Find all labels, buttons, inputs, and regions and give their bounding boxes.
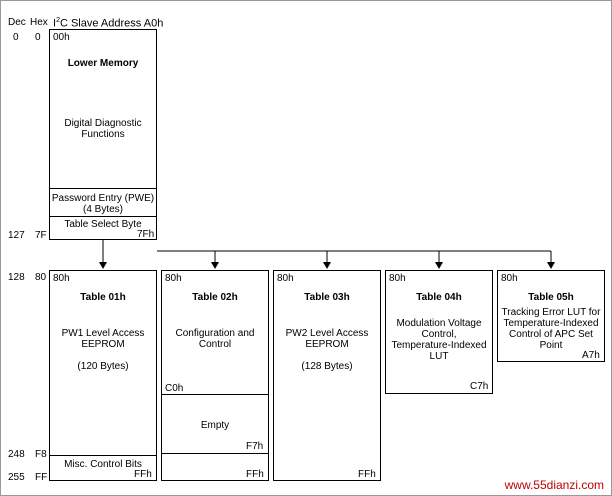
- table-01h-block: [49, 270, 157, 481]
- watermark-text: www.55dianzi.com: [504, 478, 604, 492]
- digital-diagnostic-functions-label: Digital Diagnostic Functions: [64, 118, 142, 140]
- table-04h-start-address: 80h: [389, 273, 406, 284]
- tsb-divider: [49, 216, 157, 217]
- table-03h-title: Table 03h: [304, 292, 350, 303]
- arrow-to-table-04h: [435, 251, 443, 269]
- table-02h-title: Table 02h: [192, 292, 238, 303]
- address-255-dec: 255: [8, 472, 25, 483]
- address-127-dec: 127: [8, 230, 25, 241]
- table-03h-description: PW2 Level Access EEPROM: [285, 328, 369, 350]
- table-05h-block: [497, 270, 605, 362]
- arrow-to-table-03h: [323, 251, 331, 269]
- table-02h-end-address: FFh: [246, 469, 264, 480]
- password-entry-label: Password Entry (PWE) (4 Bytes): [51, 193, 155, 215]
- table-02h-empty-label: Empty: [200, 420, 230, 431]
- dec-column-header: Dec: [8, 17, 26, 28]
- table-04h-description: Modulation Voltage Control, Temperature-…: [391, 318, 487, 362]
- table-04h-title: Table 04h: [416, 292, 462, 303]
- table-01h-title: Table 01h: [80, 292, 126, 303]
- table-select-byte-label: Table Select Byte: [64, 219, 142, 230]
- address-127-hex: 7F: [35, 230, 47, 241]
- table-04h-end-address: C7h: [470, 381, 489, 392]
- table-01h-misc-control-bits: Misc. Control Bits: [64, 459, 142, 470]
- table-02h-config-divider: [161, 394, 269, 395]
- lower-memory-block: [49, 29, 157, 240]
- table-03h-start-address: 80h: [277, 273, 294, 284]
- table-01h-end-address: FFh: [134, 469, 152, 480]
- table-05h-start-address: 80h: [501, 273, 518, 284]
- table-02h-f7h-address: F7h: [246, 441, 264, 452]
- address-0-hex: 0: [35, 32, 41, 43]
- table-03h-block: [273, 270, 381, 481]
- table-02h-c0h-address: C0h: [165, 383, 184, 394]
- address-248-dec: 248: [8, 449, 25, 460]
- table-02h-start-address: 80h: [165, 273, 182, 284]
- table-01h-size: (120 Bytes): [77, 361, 129, 372]
- table-01h-start-address: 80h: [53, 273, 70, 284]
- table-01h-misc-divider: [49, 455, 157, 456]
- lower-memory-title: Lower Memory: [67, 58, 139, 69]
- address-128-hex: 80: [35, 272, 47, 283]
- table-select-byte-address: 7Fh: [137, 229, 155, 240]
- table-05h-description: Tracking Error LUT for Temperature-Index…: [501, 307, 601, 351]
- pwe-divider: [49, 188, 157, 189]
- table-03h-end-address: FFh: [358, 469, 376, 480]
- address-0-dec: 0: [13, 32, 19, 43]
- arrow-to-table-01h: [99, 251, 107, 269]
- table-01h-description: PW1 Level Access EEPROM: [61, 328, 145, 350]
- hex-column-header: Hex: [30, 17, 48, 28]
- lower-memory-start-address: 00h: [53, 32, 70, 43]
- table-05h-title: Table 05h: [528, 292, 574, 303]
- table-02h-empty-divider: [161, 453, 269, 454]
- table-05h-end-address: A7h: [582, 350, 600, 361]
- table-02h-description: Configuration and Control: [175, 328, 255, 350]
- address-128-dec: 128: [8, 272, 25, 283]
- diagram-header-title: I2C Slave Address A0h: [53, 17, 164, 30]
- table-03h-size: (128 Bytes): [301, 361, 353, 372]
- arrow-to-table-02h: [211, 251, 219, 269]
- address-255-hex: FF: [35, 472, 48, 483]
- table-02h-block: [161, 270, 269, 481]
- table-04h-block: [385, 270, 493, 394]
- address-248-hex: F8: [35, 449, 47, 460]
- arrow-to-table-05h: [547, 251, 555, 269]
